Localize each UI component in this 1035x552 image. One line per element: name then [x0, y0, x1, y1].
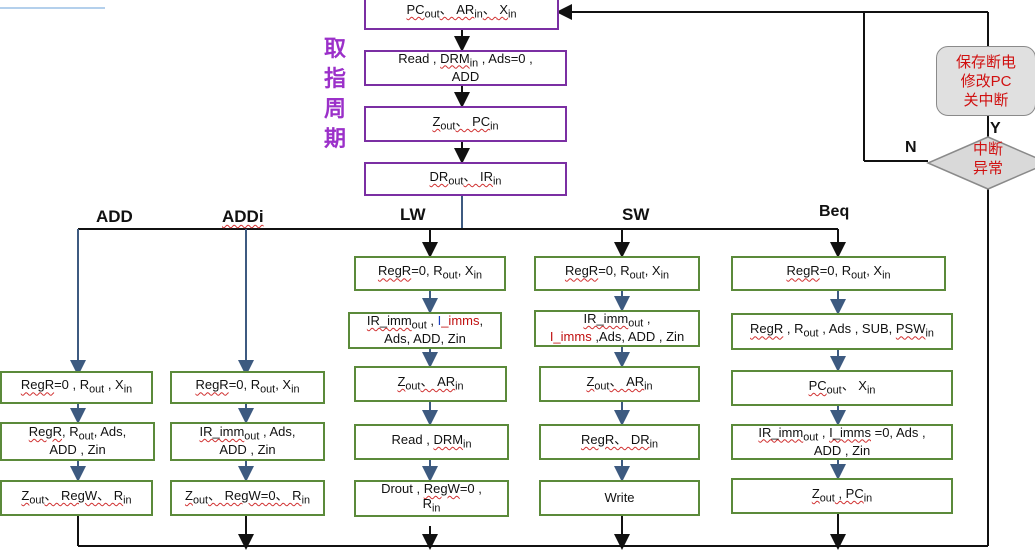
lw-step-5: Drout , RegW=0 ,Rin — [354, 480, 509, 517]
sw-step-3: Zout、 ARin — [539, 366, 700, 402]
fetch-step-4: DRout、 IRin — [364, 162, 567, 196]
add-step-3: Zout、 RegW、 Rin — [0, 480, 153, 516]
decision-label: 中断 异常 — [972, 141, 1003, 177]
beq-step-5: Zout , PCin — [731, 478, 953, 514]
fetch-step-2: Read , DRMin , Ads=0 ,ADD — [364, 50, 567, 86]
decision-diamond — [926, 136, 1035, 190]
addi-step-1: RegR=0, Rout, Xin — [170, 371, 325, 404]
addi-step-3: Zout、 RegW=0、 Rin — [170, 480, 325, 516]
fetch-step-3: Zout、 PCin — [364, 106, 567, 142]
lw-step-2: IR_immout , I_imms,Ads, ADD, Zin — [348, 312, 502, 349]
add-step-1: RegR=0 , Rout , Xin — [0, 371, 153, 404]
branch-label-beq: Beq — [819, 203, 850, 220]
lw-step-3: Zout、 ARin — [354, 366, 507, 402]
branch-label-lw: LW — [400, 205, 426, 224]
beq-step-2: RegR , Rout , Ads , SUB, PSWin — [731, 313, 953, 350]
branch-label-sw: SW — [622, 205, 650, 224]
beq-step-1: RegR=0, Rout, Xin — [731, 256, 946, 291]
fetch-step-1: PCout、 ARin、 Xin — [364, 0, 559, 30]
branch-label-addi: ADDi — [222, 207, 264, 226]
add-step-2: RegR, Rout, Ads,ADD , Zin — [0, 422, 155, 461]
lw-step-4: Read , DRMin — [354, 424, 509, 460]
save-breakpoint-box: 保存断电 修改PC 关中断 — [936, 46, 1035, 116]
fetch-cycle-title: 取指周期 — [323, 36, 346, 151]
sw-step-2: IR_immout ,I_imms ,Ads, ADD , Zin — [534, 310, 700, 347]
no-label: N — [905, 139, 917, 156]
sw-step-5: Write — [539, 480, 700, 516]
beq-step-3: PCout、 Xin — [731, 370, 953, 406]
yes-label: Y — [990, 120, 1001, 137]
sw-step-4: RegR、 DRin — [539, 424, 700, 460]
sw-step-5-text: Write — [604, 489, 635, 505]
beq-step-4: IR_immout , I_imms =0, Ads ,ADD , Zin — [731, 424, 953, 460]
addi-step-2: IR_immout , Ads,ADD , Zin — [170, 422, 325, 461]
branch-label-add: ADD — [96, 207, 133, 226]
lw-step-1: RegR=0, Rout, Xin — [354, 256, 506, 291]
sw-step-1: RegR=0, Rout, Xin — [534, 256, 700, 291]
